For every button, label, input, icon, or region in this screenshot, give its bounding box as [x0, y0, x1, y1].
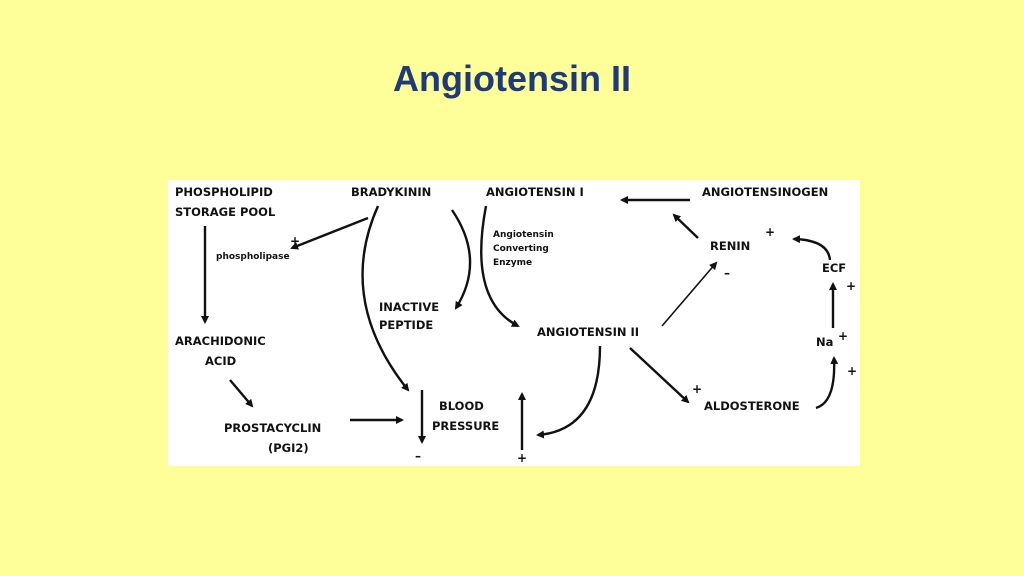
renin-minus-sign: –	[724, 266, 730, 280]
arrow-angiotensin-ii-to-renin	[661, 261, 718, 327]
phospholipase-label: phospholipase	[216, 252, 290, 262]
angiotensin-ii-label: ANGIOTENSIN II	[537, 325, 639, 339]
prostacyclin-label-1: PROSTACYCLIN	[224, 421, 321, 435]
inactive-peptide-label-1: INACTIVE	[379, 300, 439, 314]
arachidonic-label-2: ACID	[205, 354, 236, 368]
arrow-angiotensin-ii-to-blood-pressure	[536, 345, 602, 439]
ecf-label: ECF	[822, 261, 846, 275]
arrow-bradykinin-to-phospholipase	[290, 216, 369, 250]
na-plus-sign-bottom: +	[847, 364, 857, 378]
blood-pressure-label-1: BLOOD	[439, 399, 484, 413]
arrow-arachidonic-to-prostacyclin	[229, 379, 254, 408]
renin-label: RENIN	[710, 239, 750, 253]
aldosterone-plus-sign: +	[692, 382, 702, 396]
arrow-renin-up	[672, 213, 699, 239]
ace-label-1: Angiotensin	[493, 230, 554, 240]
bp-minus-sign: –	[415, 449, 421, 463]
arrow-aldosterone-to-na	[815, 356, 839, 410]
arrow-angiotensin-ii-to-aldosterone	[629, 347, 690, 404]
na-plus-sign-top: +	[838, 329, 848, 343]
ace-label-2: Converting	[493, 244, 549, 254]
bradykinin-label: BRADYKININ	[351, 185, 431, 199]
arrow-angiotensin-i-to-angiotensin-ii	[480, 205, 520, 328]
arachidonic-label-1: ARACHIDONIC	[175, 334, 266, 348]
prostacyclin-label-2: (PGI2)	[268, 441, 309, 455]
renin-angiotensin-diagram: PHOSPHOLIPID STORAGE POOL BRADYKININ ANG…	[168, 180, 860, 466]
phospholipid-label-1: PHOSPHOLIPID	[175, 185, 273, 199]
diagram-canvas: PHOSPHOLIPID STORAGE POOL BRADYKININ ANG…	[175, 185, 857, 465]
arrow-bradykinin-to-inactive-peptide	[451, 209, 472, 310]
slide-title: Angiotensin II	[393, 58, 631, 99]
angiotensinogen-label: ANGIOTENSINOGEN	[702, 185, 828, 199]
bp-plus-sign: +	[517, 451, 527, 465]
aldosterone-label: ALDOSTERONE	[704, 399, 800, 413]
blood-pressure-label-2: PRESSURE	[432, 419, 499, 433]
na-label: Na	[816, 335, 833, 349]
ace-label-3: Enzyme	[493, 258, 532, 268]
inactive-peptide-label-2: PEPTIDE	[379, 318, 433, 332]
phospholipase-plus-sign: +	[290, 234, 300, 248]
ecf-plus-sign: +	[846, 279, 856, 293]
arrow-bradykinin-to-blood-pressure	[361, 205, 410, 392]
phospholipid-label-2: STORAGE POOL	[175, 205, 276, 219]
angiotensin-i-label: ANGIOTENSIN I	[486, 185, 584, 199]
arrow-ecf-to-renin	[792, 235, 832, 261]
renin-plus-sign: +	[765, 225, 775, 239]
